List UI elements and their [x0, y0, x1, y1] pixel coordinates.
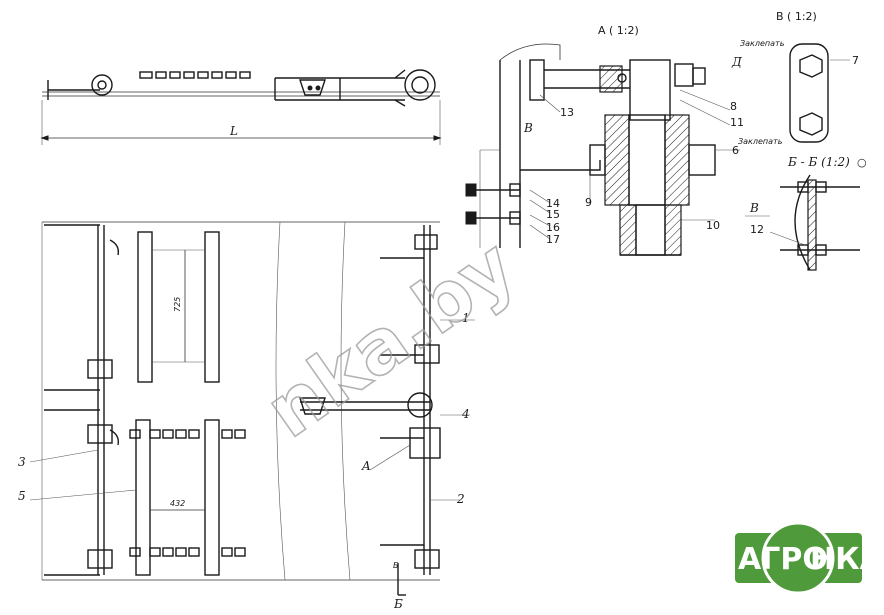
detail-b-small-label: В: [749, 201, 759, 215]
length-label: L: [229, 124, 238, 138]
pos-2-label: 2: [456, 492, 465, 506]
left-shaft: [87, 225, 120, 575]
dim-horizontal-label: 432: [170, 499, 185, 508]
pos-8-label: 8: [730, 100, 737, 113]
weld-top-label: Заклепать: [740, 39, 785, 48]
dim-vertical-label: 725: [173, 297, 182, 312]
horizontal-rods: [44, 224, 433, 576]
pos-9-label: 9: [585, 196, 592, 209]
right-shaft: [409, 225, 441, 575]
pos-15-label: 15: [546, 208, 560, 221]
lower-harrow-bars: 432: [129, 419, 246, 576]
pos-11-label: 11: [730, 116, 744, 129]
pos-5-label: 5: [18, 489, 26, 503]
callout-a-label: A: [361, 459, 371, 473]
view-v-marker: В: [523, 121, 533, 135]
view-v: B ( 1:2) 7: [776, 10, 859, 143]
hub-assembly: [589, 114, 716, 256]
logo-left-text: АГРО: [738, 542, 828, 577]
chain-segment: [139, 71, 251, 79]
pos-13-label: 13: [560, 106, 574, 119]
view-a-title: A ( 1:2): [598, 24, 639, 37]
upper-harrow-bars: 725: [137, 231, 220, 383]
pos-6-label: 6: [732, 144, 739, 157]
pos-4-label: 4: [461, 407, 470, 421]
section-b-b: Б - Б (1:2) ○ В 12: [745, 155, 867, 271]
callout-b-small-label: Б: [393, 561, 399, 570]
pos-7-label: 7: [852, 54, 859, 67]
pos-17-label: 17: [546, 233, 560, 246]
view-v-title: B ( 1:2): [776, 10, 817, 23]
pos-3-label: 3: [18, 455, 26, 469]
pos-10-label: 10: [706, 219, 720, 232]
view-a: A ( 1:2): [465, 24, 785, 256]
section-title: Б - Б (1:2): [787, 155, 850, 169]
side-elevation-view: L: [40, 69, 442, 145]
pos-12-label: 12: [750, 223, 764, 236]
lower-chain-top: [129, 429, 246, 439]
weld-bottom-label: Заклепать: [738, 137, 783, 146]
view-d-label: Д: [731, 55, 742, 69]
pos-14-label: 14: [546, 197, 560, 210]
section-symbol: ○: [857, 156, 867, 169]
lower-chain-bottom: [129, 547, 246, 557]
plan-view: 725 432: [18, 221, 475, 611]
callout-b-bottom-label: Б: [393, 597, 403, 611]
bolts-right: [380, 257, 424, 546]
pos-16-label: 16: [546, 221, 560, 234]
logo-right-text: НКА: [810, 542, 884, 577]
pos-1-label: 1: [462, 311, 470, 325]
agronka-logo: АГРО НКА: [735, 521, 884, 595]
